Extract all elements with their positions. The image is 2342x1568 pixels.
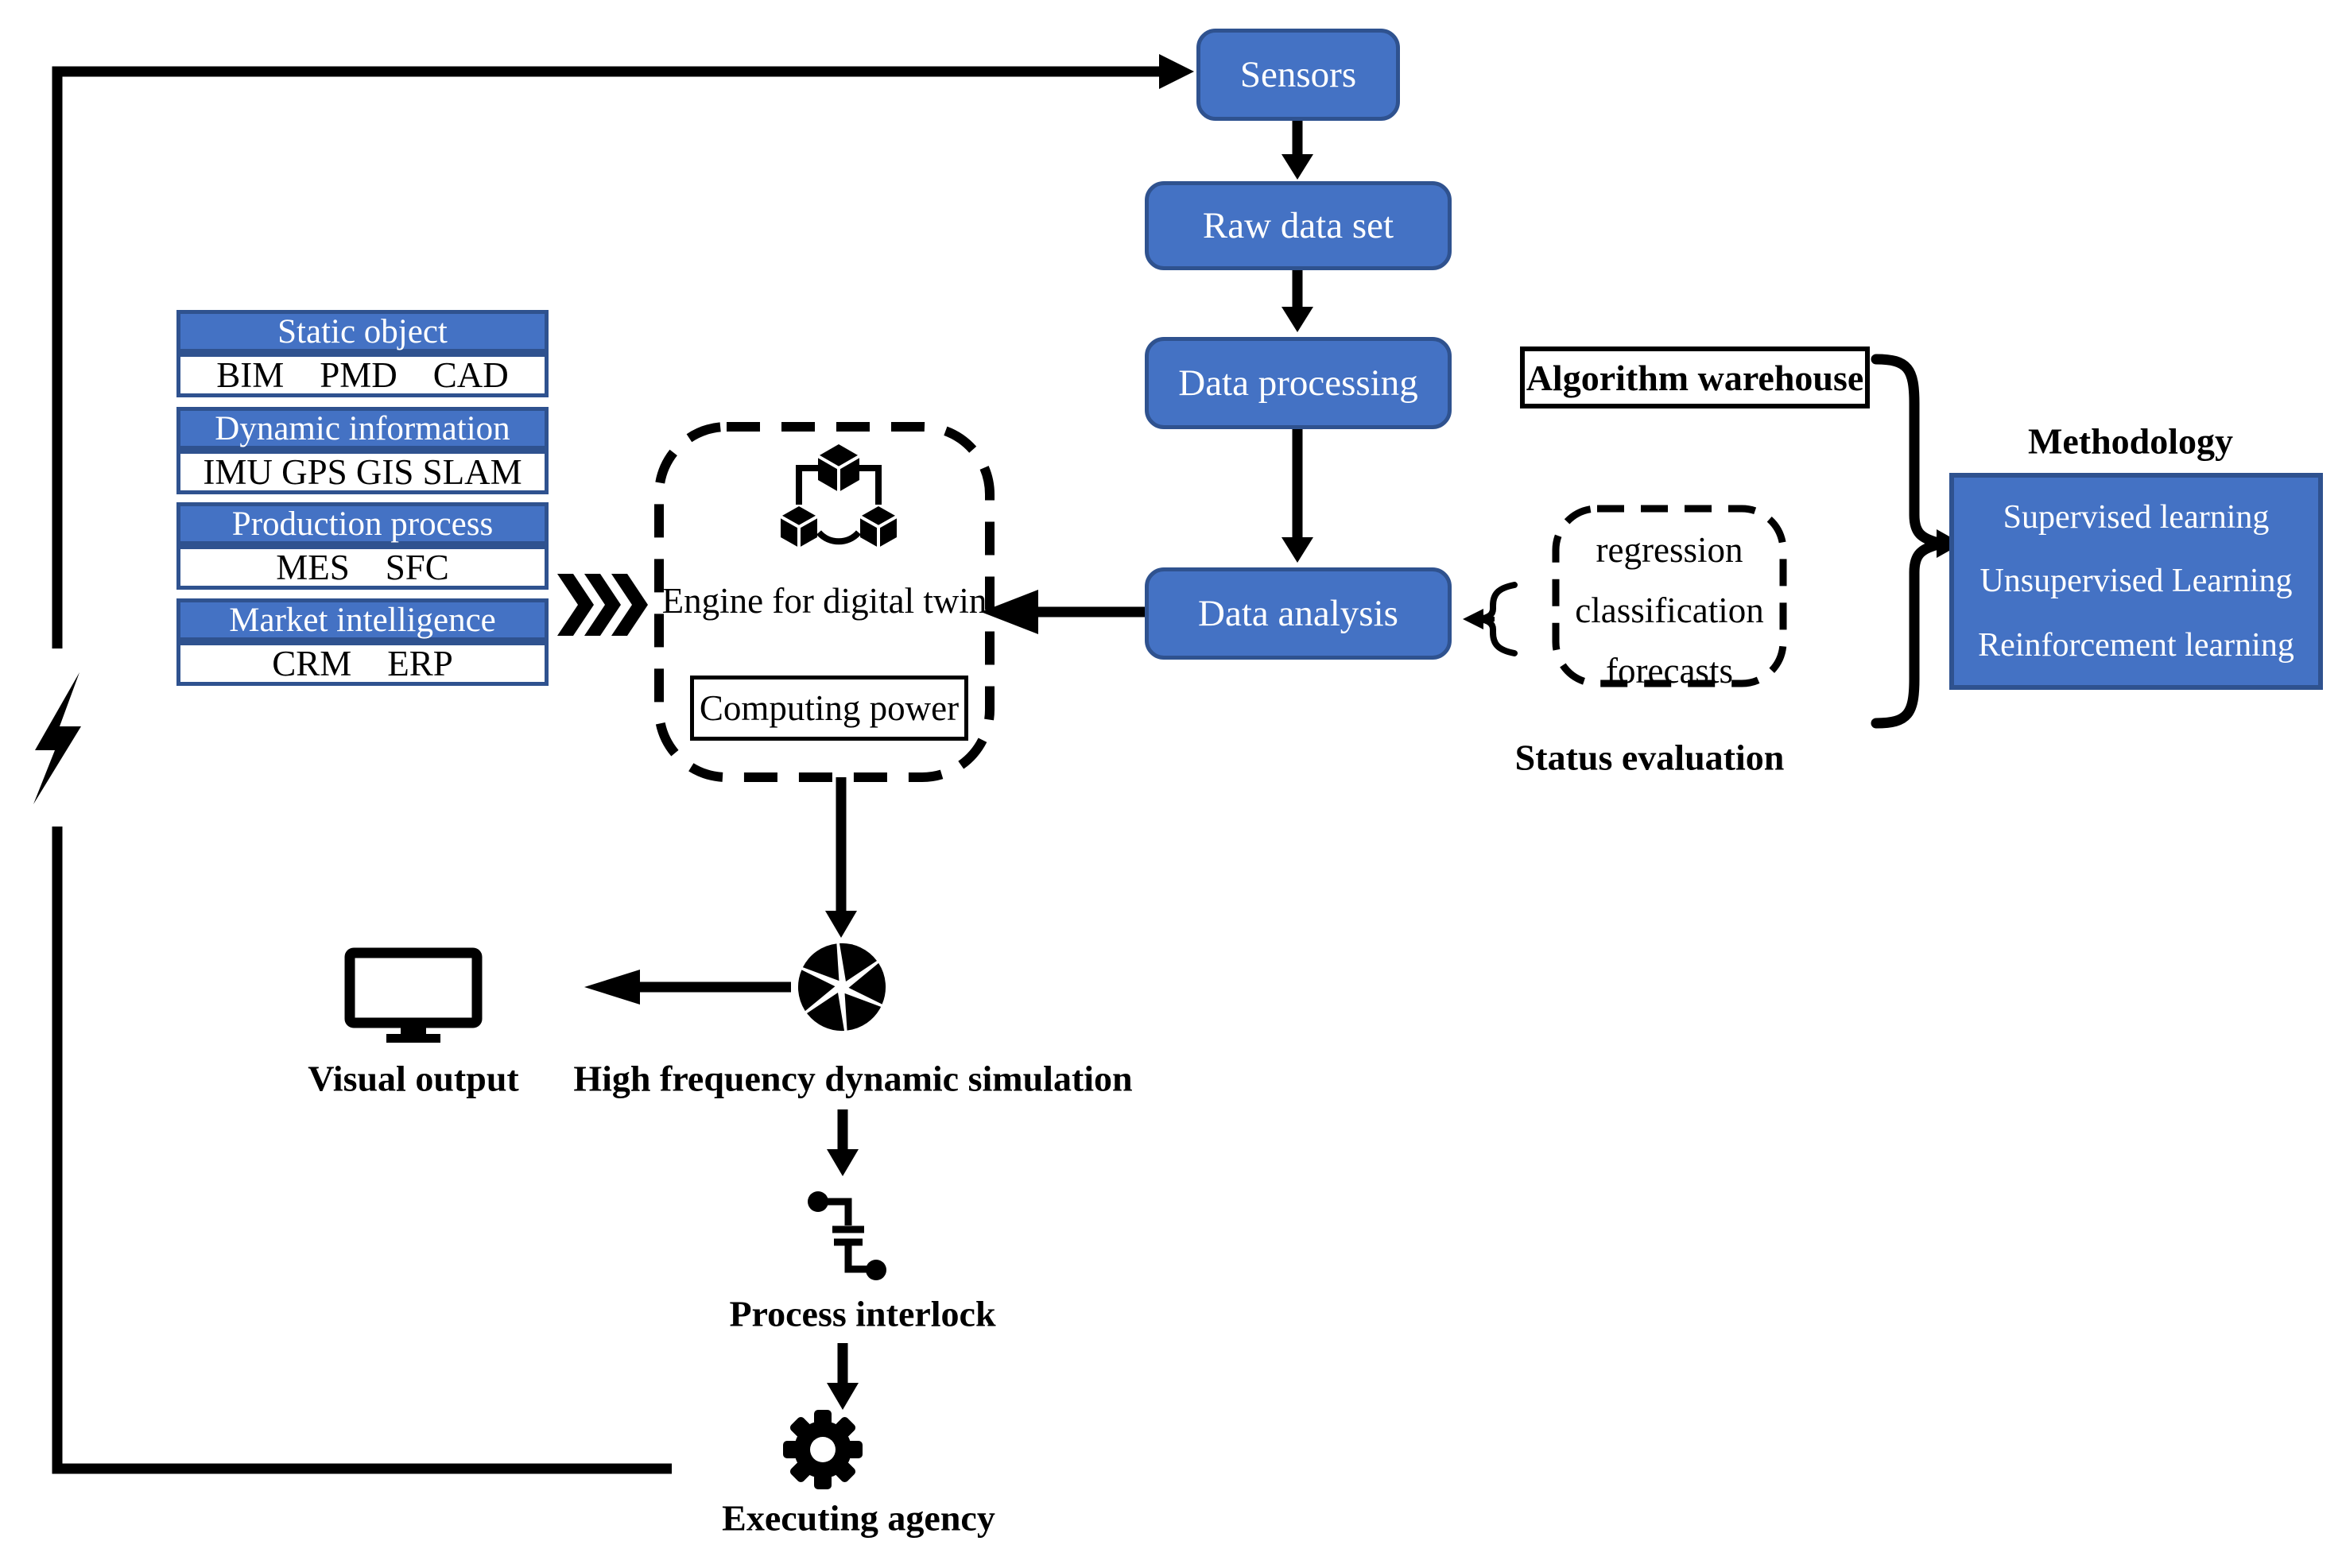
node-computing-power: Computing power xyxy=(690,676,968,741)
lightning-bolt-icon xyxy=(33,672,81,804)
engine-to-simulation-arrowhead xyxy=(825,911,857,938)
visual-output-label: Visual output xyxy=(308,1058,519,1099)
methodology-item: Unsupervised Learning xyxy=(1979,563,2293,600)
methods-dashed-border xyxy=(1552,505,1787,687)
node-methodology: Supervised learning Unsupervised Learnin… xyxy=(1949,473,2323,690)
engine-label: Engine for digital twin xyxy=(661,581,987,621)
methodology-item: Supervised learning xyxy=(2003,499,2270,536)
input-market-intelligence-body: CRM ERP xyxy=(176,641,549,686)
monitor-icon xyxy=(344,947,483,1043)
node-algorithm-warehouse: Algorithm warehouse xyxy=(1520,347,1870,408)
methods-arrowhead xyxy=(1463,609,1483,629)
feedback-loop-line xyxy=(52,66,1162,1474)
analysis-to-engine-arrowhead xyxy=(981,590,1038,634)
input-static-object-header: Static object xyxy=(176,310,549,353)
interlock-icon xyxy=(808,1191,886,1280)
triple-chevron-icon xyxy=(557,574,648,636)
method-classification: classification xyxy=(1575,590,1764,630)
node-sensors: Sensors xyxy=(1196,29,1400,121)
methodology-title: Methodology xyxy=(2027,420,2234,462)
aperture-icon xyxy=(797,943,886,1032)
executing-agency-label: Executing agency xyxy=(722,1497,995,1539)
pipeline-arrowheads xyxy=(1282,154,1313,563)
input-market-intelligence-header: Market intelligence xyxy=(176,598,549,641)
input-dynamic-information-header: Dynamic information xyxy=(176,407,549,450)
input-production-process-body: MES SFC xyxy=(176,545,549,590)
input-static-object-body: BIM PMD CAD xyxy=(176,353,549,397)
gear-icon xyxy=(783,1410,863,1489)
engine-dashed-border xyxy=(654,422,995,782)
simulation-to-visual-arrowhead xyxy=(584,970,640,1005)
node-data-analysis: Data analysis xyxy=(1145,567,1452,660)
cube-network-icon xyxy=(780,444,898,548)
node-raw-data-set: Raw data set xyxy=(1145,181,1452,270)
methodology-bracket xyxy=(1871,354,1943,729)
simulation-to-interlock-arrowhead xyxy=(827,1149,859,1176)
input-production-process-header: Production process xyxy=(176,502,549,545)
process-interlock-label: Process interlock xyxy=(729,1293,996,1334)
status-evaluation-label: Status evaluation xyxy=(1514,737,1785,778)
feedback-arrowhead xyxy=(1159,54,1194,89)
method-forecasts: forecasts xyxy=(1606,651,1733,691)
interlock-to-agency-arrowhead xyxy=(827,1383,859,1410)
method-regression: regression xyxy=(1596,530,1743,570)
high-frequency-simulation-label: High frequency dynamic simulation xyxy=(573,1058,1133,1099)
node-data-processing: Data processing xyxy=(1145,337,1452,429)
input-dynamic-information-body: IMU GPS GIS SLAM xyxy=(176,450,549,494)
methodology-item: Reinforcement learning xyxy=(1978,626,2294,664)
